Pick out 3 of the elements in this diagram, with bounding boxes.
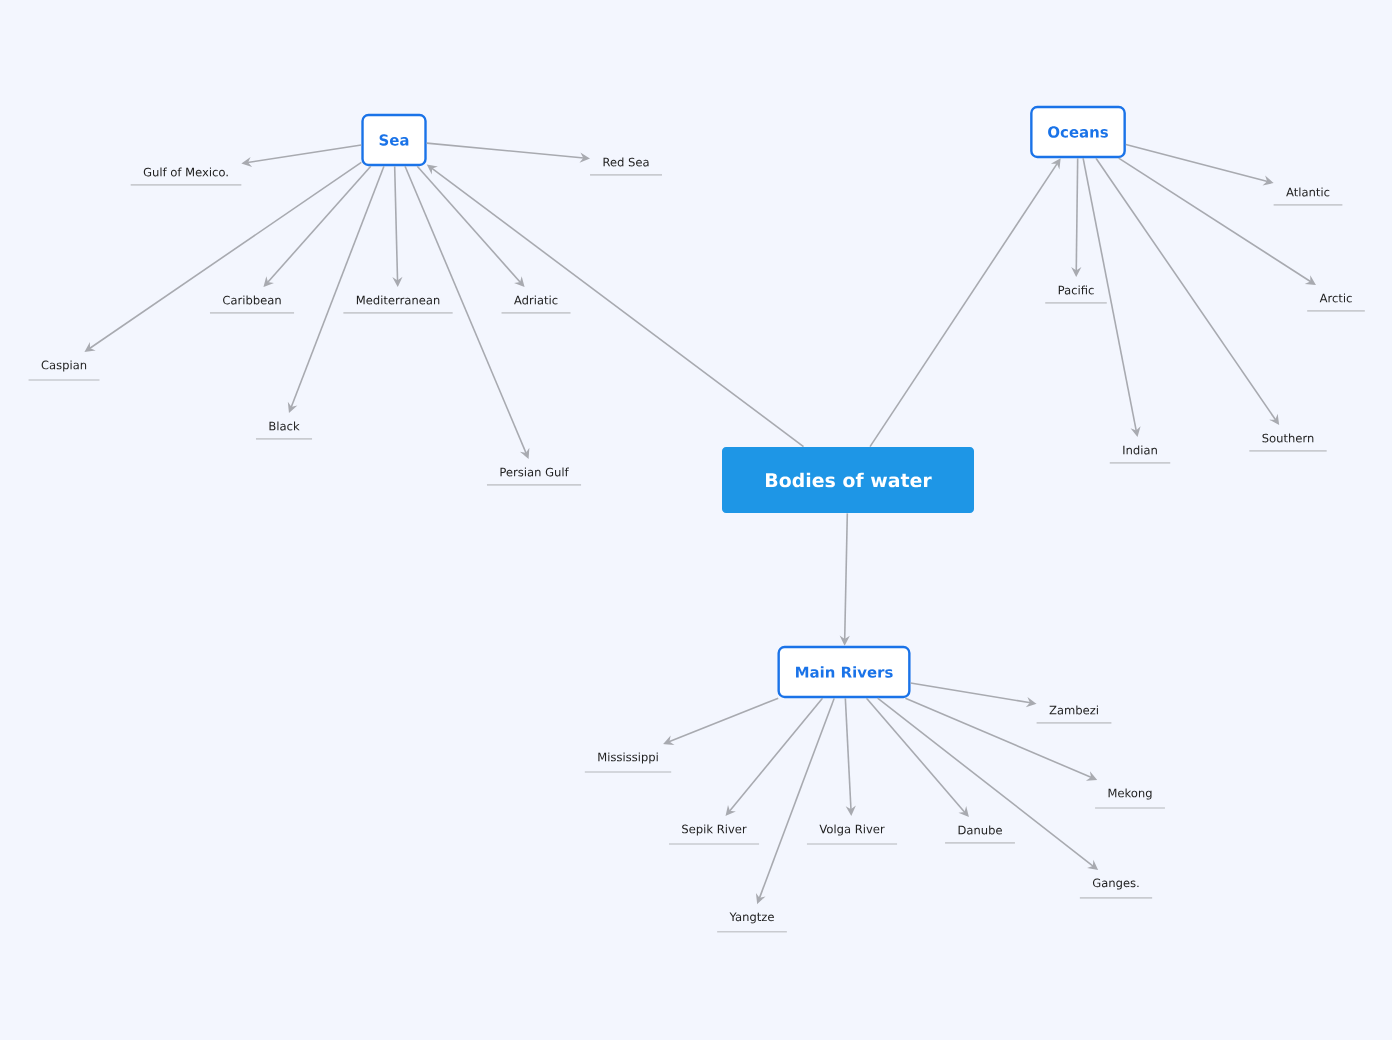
central-topic-box: Bodies of water bbox=[722, 447, 974, 513]
arrow bbox=[725, 697, 824, 816]
arrow bbox=[869, 158, 1061, 448]
